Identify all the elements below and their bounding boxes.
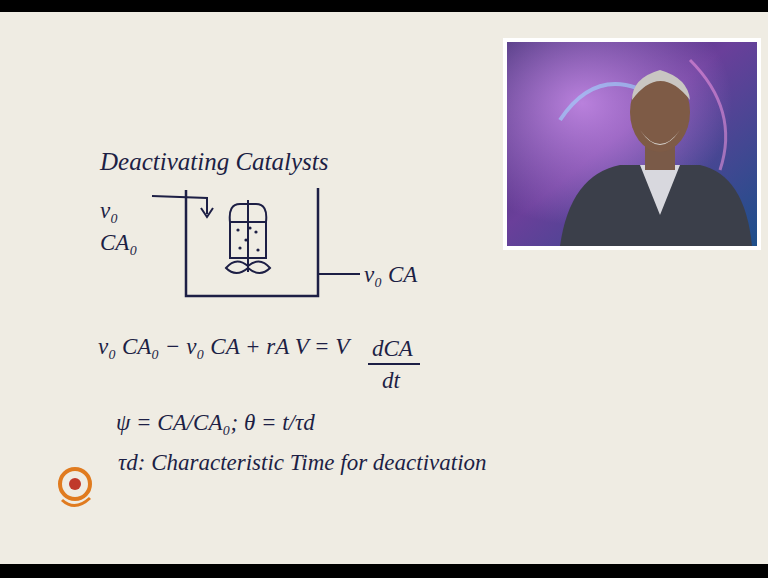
- inlet-concentration-label: CA₀: [100, 230, 137, 255]
- inlet-flow-label: v₀: [100, 198, 118, 223]
- dimensionless-definitions: ψ = CA/CA₀; θ = t/τd: [116, 410, 315, 435]
- derivative-denominator: dt: [382, 368, 400, 393]
- slide-title: Deactivating Catalysts: [100, 148, 328, 176]
- derivative-numerator: dCA: [372, 336, 413, 361]
- deactivation-time-note: τd: Characteristic Time for deactivation: [118, 450, 487, 475]
- outlet-stream-label: v₀ CA: [364, 262, 417, 287]
- mole-balance-equation: v₀ CA₀ − v₀ CA + rA V = V: [98, 334, 349, 359]
